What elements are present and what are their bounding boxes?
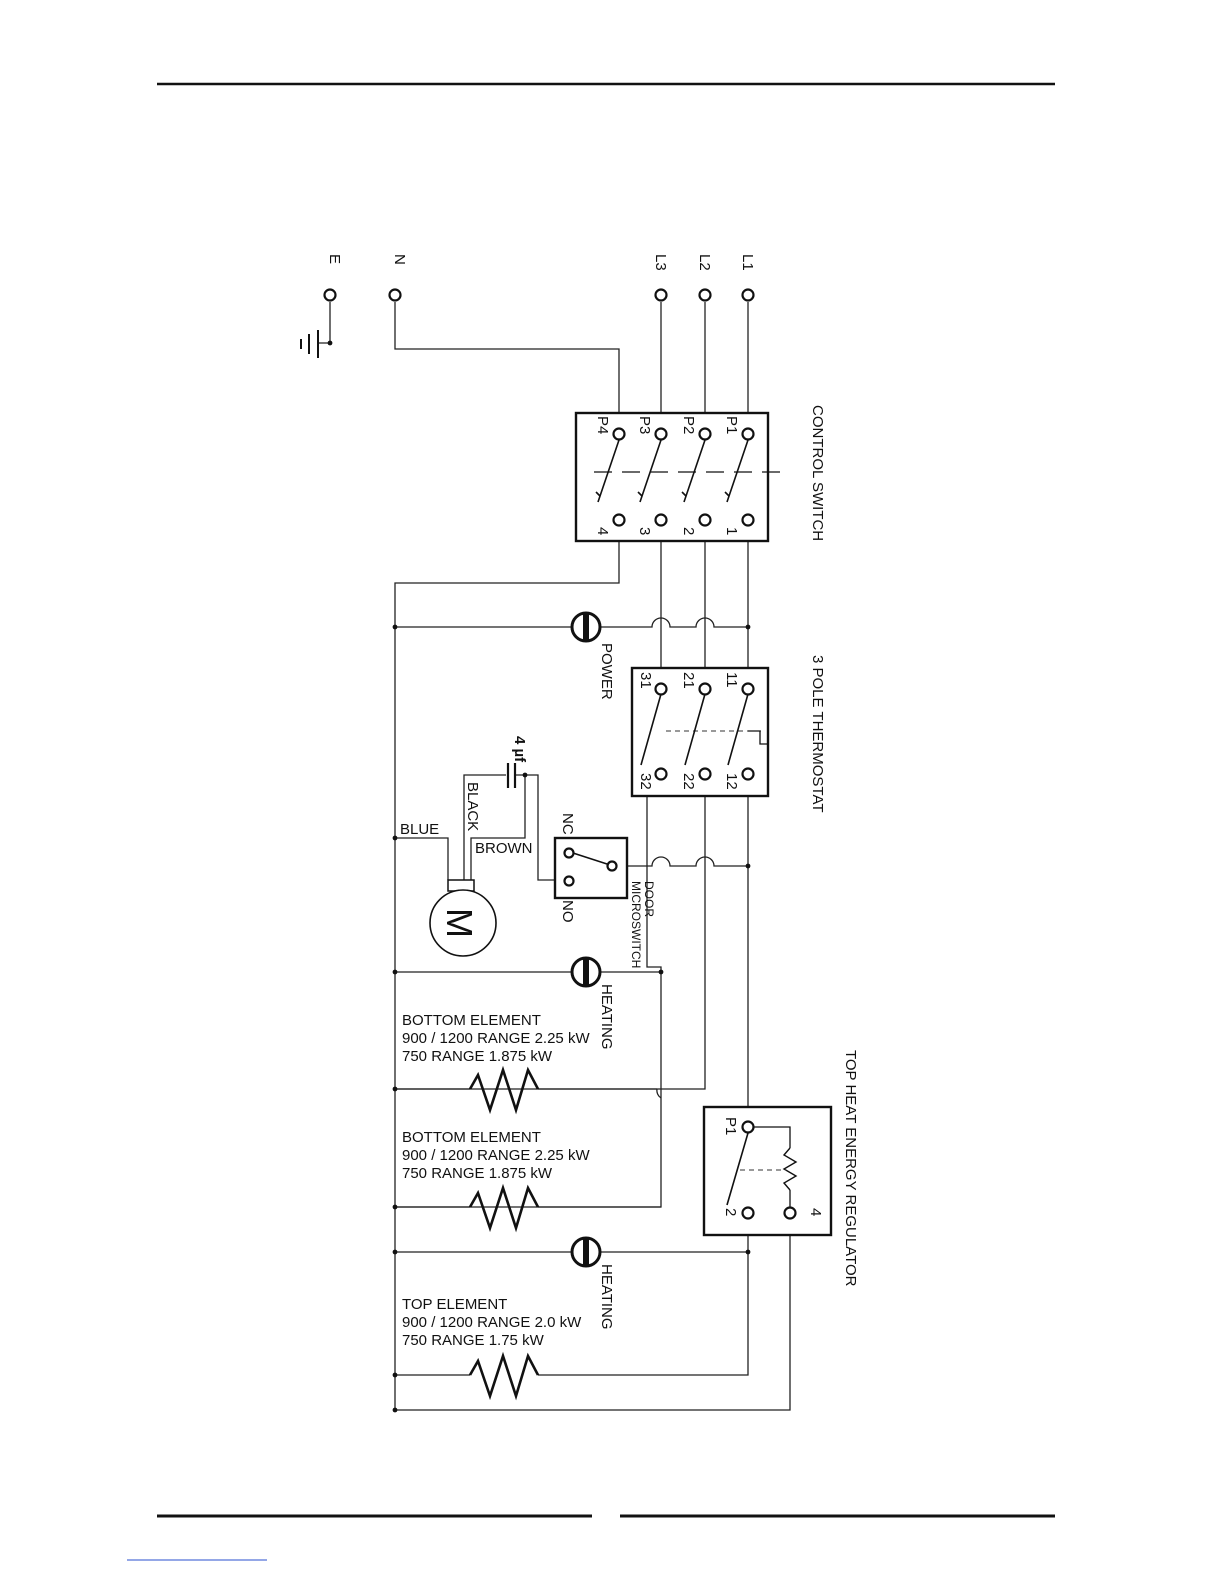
th-12: 12 [723,773,740,790]
heating-lamp-1-label: HEATING [598,984,615,1050]
label-n: N [391,254,408,265]
top-element: TOP ELEMENT 900 / 1200 RANGE 2.0 kW 750 … [402,1296,582,1401]
cs-p3: P3 [636,416,653,434]
bottom-element-2: BOTTOM ELEMENT 900 / 1200 RANGE 2.25 kW … [402,1129,590,1233]
te-line3: 750 RANGE 1.75 kW [402,1332,545,1349]
door-no: NO [559,900,576,923]
control-switch: P4 P3 P2 P1 4 3 2 1 CONTROL SWITCH [574,405,826,543]
terminal-n [388,288,402,302]
motor-symbol: M [439,908,480,938]
cs-4: 4 [594,527,611,535]
heating-lamp-2: HEATING [570,1236,615,1330]
resistor-icon [468,1183,540,1233]
capacitor: 4 µf [506,736,528,788]
heating-lamp-2-label: HEATING [598,1264,615,1330]
thermostat-title: 3 POLE THERMOSTAT [809,655,826,813]
label-l3: L3 [652,254,669,271]
reg-p1: P1 [722,1117,739,1135]
th-21: 21 [680,672,697,689]
be1-line2: 900 / 1200 RANGE 2.25 kW [402,1030,590,1047]
be2-line2: 900 / 1200 RANGE 2.25 kW [402,1147,590,1164]
reg-2: 2 [722,1208,739,1216]
resistor-icon [468,1065,540,1115]
door-microswitch: NC NO DOOR MICROSWITCH [553,813,656,968]
label-l2: L2 [696,254,713,271]
door-nc: NC [559,813,576,835]
motor: M BLUE BLACK BROWN [400,782,533,957]
reg-4: 4 [807,1208,824,1216]
resistor-icon [468,1351,540,1401]
cs-3: 3 [636,527,653,535]
terminal-l1 [741,288,755,302]
earth-symbol-icon [300,330,319,358]
junction-dots [327,340,751,1413]
power-lamp: POWER [570,611,615,700]
control-switch-title: CONTROL SWITCH [809,405,826,541]
cs-1: 1 [723,527,740,535]
terminal-e [323,288,337,302]
label-l1: L1 [739,254,756,271]
door-label-1: DOOR [642,881,656,917]
capacitor-label: 4 µf [511,736,528,763]
te-line1: TOP ELEMENT [402,1296,507,1313]
th-31: 31 [637,672,654,689]
three-pole-thermostat: 31 21 11 32 22 12 3 POLE THERMOSTAT [630,655,826,813]
be1-line3: 750 RANGE 1.875 kW [402,1048,553,1065]
bottom-element-1: BOTTOM ELEMENT 900 / 1200 RANGE 2.25 kW … [402,1012,590,1115]
supply-terminals: E N L3 L2 L1 [323,254,756,302]
cs-p2: P2 [680,416,697,434]
heating-lamp-1: HEATING [570,956,615,1050]
power-lamp-label: POWER [598,643,615,700]
cs-p4: P4 [594,416,611,434]
motor-blue-label: BLUE [400,821,439,838]
terminal-l2 [698,288,712,302]
be1-line1: BOTTOM ELEMENT [402,1012,541,1029]
regulator-title: TOP HEAT ENERGY REGULATOR [842,1050,859,1287]
th-11: 11 [723,672,740,688]
motor-brown-label: BROWN [475,840,533,857]
wiring [318,302,791,1412]
th-32: 32 [637,773,654,790]
te-line2: 900 / 1200 RANGE 2.0 kW [402,1314,582,1331]
top-heat-energy-regulator: P1 2 4 TOP HEAT ENERGY REGULATOR [702,1050,859,1287]
label-e: E [326,254,343,264]
cs-2: 2 [680,527,697,535]
door-label-2: MICROSWITCH [629,881,643,968]
th-22: 22 [680,773,697,790]
terminal-l3 [654,288,668,302]
be2-line3: 750 RANGE 1.875 kW [402,1165,553,1182]
cs-p1: P1 [723,416,740,434]
motor-black-label: BLACK [464,782,481,831]
be2-line1: BOTTOM ELEMENT [402,1129,541,1146]
